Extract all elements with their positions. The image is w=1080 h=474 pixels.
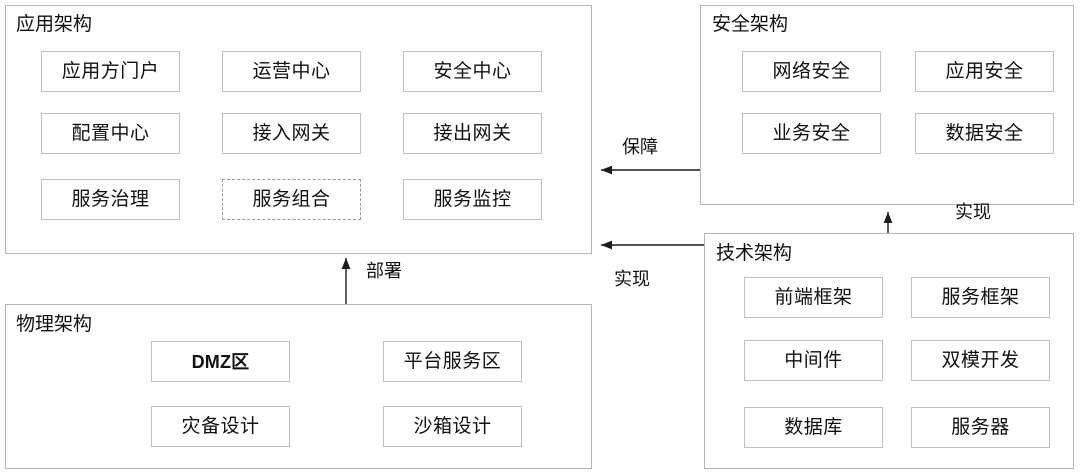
node-security-0[interactable]: 网络安全 xyxy=(742,51,881,92)
node-application-2[interactable]: 安全中心 xyxy=(403,51,542,92)
node-physical-1[interactable]: 平台服务区 xyxy=(383,341,522,382)
node-technical-5[interactable]: 服务器 xyxy=(911,407,1050,448)
node-application-0[interactable]: 应用方门户 xyxy=(41,51,180,92)
node-technical-2[interactable]: 中间件 xyxy=(744,340,883,381)
node-technical-4[interactable]: 数据库 xyxy=(744,407,883,448)
node-physical-3[interactable]: 沙箱设计 xyxy=(383,406,522,447)
panel-security-architecture[interactable] xyxy=(700,5,1074,205)
node-technical-0[interactable]: 前端框架 xyxy=(744,277,883,318)
node-application-6[interactable]: 服务治理 xyxy=(41,179,180,220)
edge-label-physical-to-application: 部署 xyxy=(366,261,402,281)
edge-label-technical-to-security: 实现 xyxy=(955,202,991,222)
node-technical-3[interactable]: 双模开发 xyxy=(911,340,1050,381)
node-application-7[interactable]: 服务组合 xyxy=(222,179,361,220)
node-physical-2[interactable]: 灾备设计 xyxy=(151,406,290,447)
panel-title-technical-architecture: 技术架构 xyxy=(716,243,793,264)
node-application-5[interactable]: 接出网关 xyxy=(403,113,542,154)
node-security-2[interactable]: 业务安全 xyxy=(742,113,881,154)
node-application-1[interactable]: 运营中心 xyxy=(222,51,361,92)
node-application-8[interactable]: 服务监控 xyxy=(403,179,542,220)
node-technical-1[interactable]: 服务框架 xyxy=(911,277,1050,318)
panel-title-physical-architecture: 物理架构 xyxy=(16,314,93,335)
node-application-3[interactable]: 配置中心 xyxy=(41,113,180,154)
node-security-3[interactable]: 数据安全 xyxy=(915,113,1054,154)
edge-label-technical-to-application: 实现 xyxy=(614,269,650,289)
node-security-1[interactable]: 应用安全 xyxy=(915,51,1054,92)
node-physical-0[interactable]: DMZ区 xyxy=(151,341,290,382)
node-application-4[interactable]: 接入网关 xyxy=(222,113,361,154)
panel-title-security-architecture: 安全架构 xyxy=(712,14,789,35)
panel-title-application-architecture: 应用架构 xyxy=(16,14,93,35)
edge-label-security-to-application: 保障 xyxy=(622,137,658,157)
